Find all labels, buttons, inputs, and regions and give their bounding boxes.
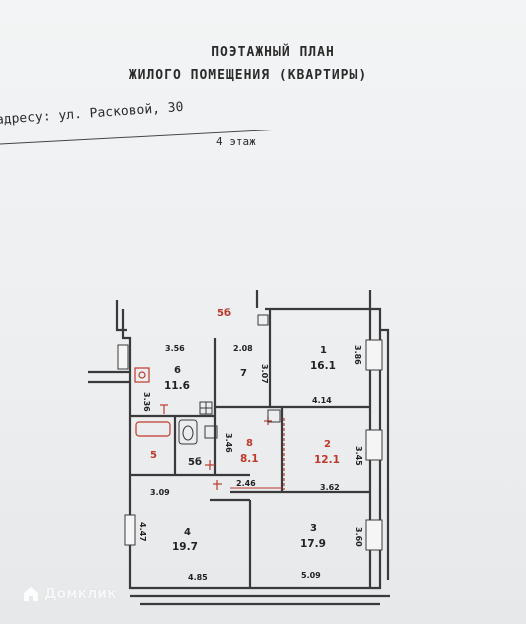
dim-3-60: 3.60 xyxy=(354,527,363,547)
dim-2-46: 2.46 xyxy=(236,479,256,488)
room-label-8: 8 xyxy=(246,438,253,449)
room-area-1: 16.1 xyxy=(310,360,336,372)
watermark-label: Домклик xyxy=(44,586,117,602)
room-label-7: 7 xyxy=(240,368,247,379)
dim-3-46: 3.46 xyxy=(224,433,233,453)
room-label-5b: 5б xyxy=(188,456,202,468)
address-underline xyxy=(0,130,273,145)
dim-4-47: 4.47 xyxy=(138,522,147,542)
dim-3-62: 3.62 xyxy=(320,483,340,492)
room-label-3: 3 xyxy=(310,523,317,534)
section-mark: 5б xyxy=(217,307,231,319)
title-line-2: ЖИЛОГО ПОМЕЩЕНИЯ (КВАРТИРЫ) xyxy=(128,68,368,83)
dim-2-08: 2.08 xyxy=(233,344,253,353)
room-area-6: 11.6 xyxy=(164,380,190,392)
dim-3-36: 3.36 xyxy=(142,392,151,412)
plan-fixtures xyxy=(134,367,272,490)
room-label-5: 5 xyxy=(150,450,157,461)
dim-3-56: 3.56 xyxy=(165,344,185,353)
plan-fixtures-dark xyxy=(178,314,281,445)
dim-4-14: 4.14 xyxy=(312,396,332,405)
watermark: Домклик xyxy=(22,585,117,603)
plan-walls xyxy=(88,290,390,606)
room-area-3: 17.9 xyxy=(300,538,326,550)
dim-4-85: 4.85 xyxy=(188,573,208,582)
room-area-2: 12.1 xyxy=(314,454,340,466)
plan-windows xyxy=(117,339,383,551)
room-area-8: 8.1 xyxy=(240,453,259,465)
room-label-4: 4 xyxy=(184,527,191,538)
room-label-2: 2 xyxy=(324,439,331,450)
dim-5-09: 5.09 xyxy=(301,571,321,580)
room-area-4: 19.7 xyxy=(172,541,198,553)
room-label-6: 6 xyxy=(174,365,181,376)
floor-label: 4 этаж xyxy=(216,135,256,148)
dim-3-09: 3.09 xyxy=(150,488,170,497)
dim-3-07: 3.07 xyxy=(260,364,269,384)
title-line-1: ПОЭТАЖНЫЙ ПЛАН xyxy=(211,45,335,60)
dim-3-45: 3.45 xyxy=(354,446,363,466)
dim-3-86: 3.86 xyxy=(353,345,362,365)
house-logo-icon xyxy=(24,587,38,601)
room-label-1: 1 xyxy=(320,345,327,356)
